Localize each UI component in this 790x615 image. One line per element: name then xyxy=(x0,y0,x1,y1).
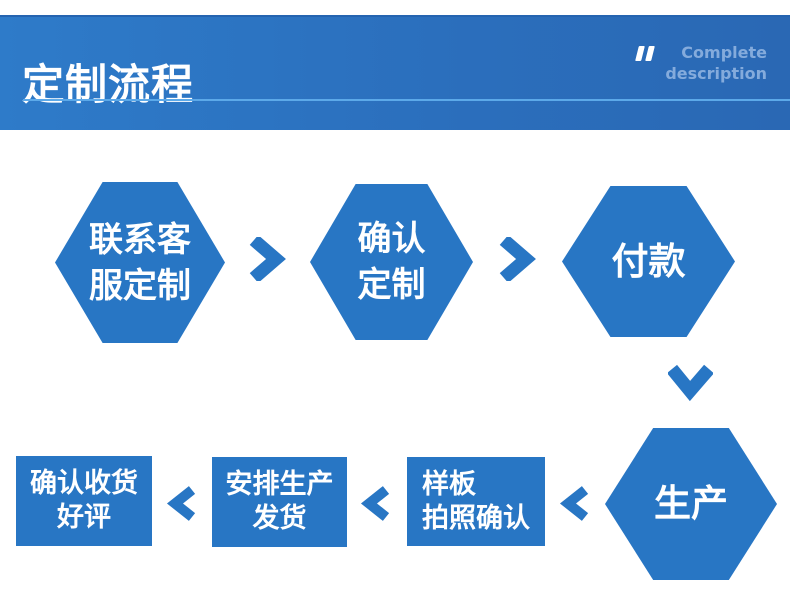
flow-step-sample-photo: 样板 拍照确认 xyxy=(407,457,545,546)
tagline: Complete description xyxy=(635,42,767,84)
step-label-line: 安排生产 xyxy=(225,469,334,500)
flow-step-confirm-custom: 确认 定制 xyxy=(310,184,473,340)
page-title: 定制流程 xyxy=(22,60,195,109)
arrow-left-icon xyxy=(559,486,589,521)
flow-step-contact-service: 联系客 服定制 xyxy=(55,182,225,343)
tagline-line2: description xyxy=(665,64,767,83)
arrow-left-icon xyxy=(166,486,196,521)
step-label-line: 服定制 xyxy=(89,265,191,306)
step-label-line: 付款 xyxy=(611,239,686,283)
banner-divider xyxy=(23,99,790,101)
step-label-line: 确认收货 xyxy=(30,468,138,499)
step-label-line: 样板 xyxy=(422,468,476,500)
flow-step-payment: 付款 xyxy=(562,186,735,337)
step-label-line: 联系客 xyxy=(89,219,191,260)
flow-step-confirm-receipt: 确认收货 好评 xyxy=(16,456,152,546)
flow-step-arrange-shipping: 安排生产 发货 xyxy=(212,457,347,547)
arrow-right-icon xyxy=(247,237,287,281)
step-label-line: 生产 xyxy=(654,482,728,525)
arrow-down-icon xyxy=(668,362,713,402)
quote-icon xyxy=(635,46,656,61)
banner: 定制流程 Complete description xyxy=(0,15,790,130)
arrow-right-icon xyxy=(497,237,537,281)
step-label-line: 定制 xyxy=(357,265,426,305)
step-label-line: 拍照确认 xyxy=(422,502,530,534)
step-label-line: 确认 xyxy=(357,219,426,259)
flow-step-production: 生产 xyxy=(605,428,777,580)
step-label-line: 发货 xyxy=(252,503,307,534)
step-label-line: 好评 xyxy=(57,502,111,533)
arrow-left-icon xyxy=(360,486,390,521)
tagline-text: Complete description xyxy=(665,42,767,84)
tagline-line1: Complete xyxy=(681,43,767,62)
